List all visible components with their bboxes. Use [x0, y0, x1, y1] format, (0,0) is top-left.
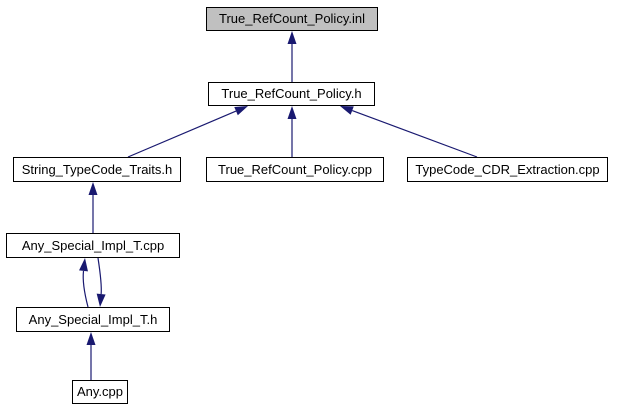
node-label: TypeCode_CDR_Extraction.cpp	[415, 161, 600, 177]
node-any-special-impl-t-h[interactable]: Any_Special_Impl_T.h	[16, 307, 170, 332]
arrowhead-icon	[86, 332, 96, 345]
node-label: True_RefCount_Policy.h	[221, 86, 362, 101]
node-label: String_TypeCode_Traits.h	[21, 161, 173, 177]
edge-any_special_impl_t_cpp-to-any_special_impl_t_h	[97, 257, 102, 295]
arrowhead-icon	[340, 106, 354, 115]
node-typecode-cdr-extraction-cpp[interactable]: TypeCode_CDR_Extraction.cpp	[407, 157, 608, 182]
node-true-refcount-policy-inl[interactable]: True_RefCount_Policy.inl	[206, 7, 378, 31]
arrowhead-icon	[287, 31, 297, 44]
node-label: True_RefCount_Policy.inl	[219, 11, 365, 26]
node-string-typecode-traits-h[interactable]: String_TypeCode_Traits.h	[13, 157, 181, 182]
arrowhead-icon	[234, 106, 248, 116]
node-true-refcount-policy-h[interactable]: True_RefCount_Policy.h	[208, 82, 375, 106]
edge-any_special_impl_t_h-to-any_special_impl_t_cpp	[82, 270, 89, 308]
node-true-refcount-policy-cpp[interactable]: True_RefCount_Policy.cpp	[206, 157, 384, 182]
edge-string_typecode_traits_h-to-true_refcount_policy_h	[127, 110, 237, 158]
node-label: Any_Special_Impl_T.h	[28, 311, 158, 327]
node-label: Any.cpp	[76, 384, 123, 399]
arrowhead-icon	[287, 106, 297, 119]
node-label: True_RefCount_Policy.cpp	[218, 161, 372, 177]
edge-typecode_cdr_extraction_cpp-to-true_refcount_policy_h	[351, 109, 478, 158]
arrowhead-icon	[88, 182, 98, 195]
node-label: Any_Special_Impl_T.cpp	[21, 237, 165, 253]
node-any-cpp[interactable]: Any.cpp	[72, 380, 128, 404]
node-any-special-impl-t-cpp[interactable]: Any_Special_Impl_T.cpp	[6, 233, 180, 258]
arrowhead-icon	[79, 258, 88, 272]
arrowhead-icon	[96, 293, 106, 307]
